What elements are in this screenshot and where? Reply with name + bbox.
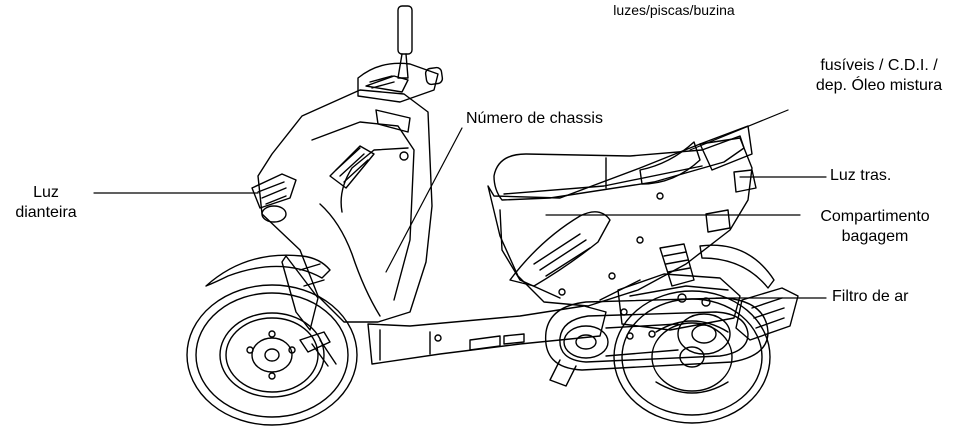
mirror [397, 5, 413, 55]
rear-wheel [613, 290, 771, 424]
tail-cover [639, 141, 701, 185]
label-luggage-line2: bagagem [841, 228, 909, 245]
label-rear-light-text: Luz tras. [830, 167, 892, 184]
label-fuses: fusíveis / C.D.I. / dep. Óleo mistura [784, 56, 974, 96]
seat [493, 135, 745, 201]
headlight [251, 173, 297, 209]
leader-lines [93, 109, 827, 299]
label-front-light: Luz dianteira [0, 183, 92, 223]
label-luggage: Compartimento bagagem [800, 207, 950, 247]
front-grille [329, 145, 375, 189]
engine [544, 243, 799, 387]
label-chassis-number: Número de chassis [466, 109, 603, 129]
front-body [251, 89, 433, 323]
label-chassis-number-text: Número de chassis [466, 110, 603, 127]
label-luggage-line1: Compartimento [820, 208, 930, 225]
label-lights-horn-text: luzes/piscas/buzina [613, 2, 735, 18]
side-vent [509, 211, 611, 287]
label-lights-horn: luzes/piscas/buzina [574, 0, 774, 20]
label-air-filter-text: Filtro de ar [832, 288, 909, 305]
front-wheel [186, 284, 358, 426]
front-fender [205, 254, 331, 287]
rear-shock [659, 243, 695, 287]
leader-fuses [689, 109, 789, 151]
rear-fender [699, 244, 775, 289]
label-fuses-line1: fusíveis / C.D.I. / [820, 57, 938, 74]
label-front-light-line2: dianteira [15, 204, 77, 221]
transmission-case [544, 297, 769, 371]
muffler [735, 287, 799, 341]
front-fork [205, 254, 331, 331]
label-fuses-line2: dep. Óleo mistura [815, 77, 943, 94]
floorboard [367, 305, 607, 365]
label-rear-light: Luz tras. [830, 166, 891, 186]
handlebar-area [357, 5, 444, 133]
rear-body [487, 125, 775, 316]
tail-light [733, 169, 757, 193]
label-air-filter: Filtro de ar [832, 287, 908, 307]
air-filter-box [617, 273, 741, 331]
label-front-light-line1: Luz [33, 184, 59, 201]
leader-chassis [385, 127, 463, 273]
